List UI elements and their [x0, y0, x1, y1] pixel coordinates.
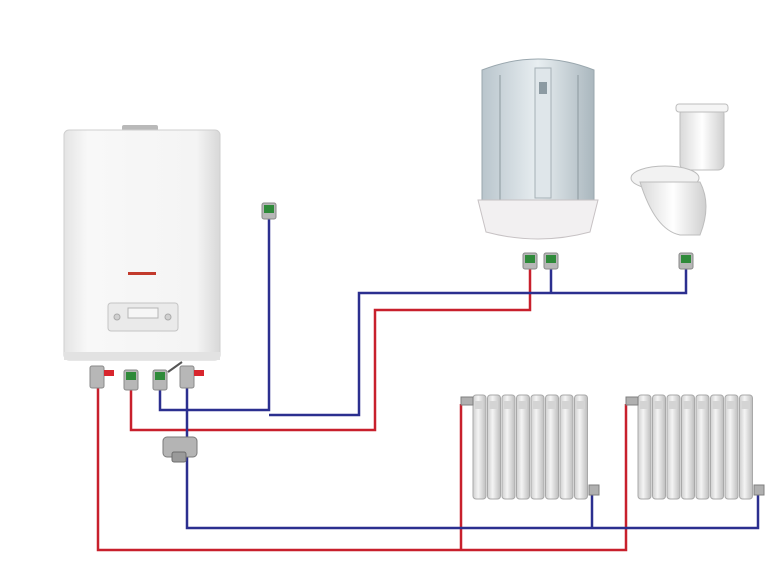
radiator-section [516, 394, 530, 500]
valve-cold-supply [261, 202, 277, 220]
valve-boiler-2 [123, 369, 139, 391]
radiator-section-cap [547, 401, 556, 409]
boiler [63, 125, 221, 361]
radiator-section-cap [475, 401, 484, 409]
radiator-section [487, 394, 501, 500]
radiator-section [681, 394, 695, 500]
radiator-inlet-valve [460, 396, 474, 406]
radiator-section [710, 394, 724, 500]
radiator-section-cap [562, 401, 571, 409]
valve-boiler-3 [152, 361, 183, 391]
radiator-section [472, 394, 487, 500]
valve-shower-hot [522, 252, 538, 270]
strainer-filter [162, 436, 198, 463]
hot-dhw-pipe [129, 268, 532, 432]
toilet [630, 103, 729, 236]
boiler-knob-left [113, 313, 121, 321]
cold-branch-pipe [269, 268, 688, 417]
radiator-section-cap [640, 401, 649, 409]
boiler-bottom [64, 352, 220, 360]
radiator-section-cap [727, 401, 736, 409]
toilet-tank [679, 107, 725, 171]
radiator-section-cap [576, 401, 585, 409]
radiator-section [739, 394, 753, 500]
radiator-section [652, 394, 666, 500]
radiator-section-cap [669, 401, 678, 409]
radiator-section [724, 394, 739, 500]
valve-shower-cold [543, 252, 559, 270]
shower-valves [522, 252, 559, 270]
hot-water-pipes [96, 268, 628, 552]
radiator-section-cap [712, 401, 721, 409]
radiator-section [559, 394, 574, 500]
radiator-section-cap [504, 401, 513, 409]
shower-head [539, 82, 547, 94]
boiler-knob-right [164, 313, 172, 321]
radiator-section [695, 394, 710, 500]
radiator-outlet-valve [753, 484, 765, 496]
cold-supply-pipe [158, 218, 271, 412]
radiator-section-cap [741, 401, 750, 409]
radiator-inlet-valve [625, 396, 639, 406]
radiator-left [460, 394, 600, 500]
radiator-outlet-valve [588, 484, 600, 496]
radiator-section [530, 394, 545, 500]
boiler-valves [89, 361, 204, 391]
radiator-right [625, 394, 765, 500]
radiator-section-cap [654, 401, 663, 409]
shower-cabin [477, 58, 599, 240]
radiator-section [501, 394, 516, 500]
radiator-section-cap [683, 401, 692, 409]
valve-boiler-1 [89, 365, 114, 389]
radiator-section [574, 394, 588, 500]
valve-toilet [678, 252, 694, 270]
boiler-display [127, 307, 159, 319]
radiator-section-cap [489, 401, 498, 409]
radiator-section [545, 394, 559, 500]
shower-tray [477, 199, 599, 240]
shower-panel [534, 67, 552, 199]
toilet-bowl [639, 181, 707, 236]
radiator-section [666, 394, 681, 500]
valve-boiler-4 [179, 365, 204, 389]
radiator-section-cap [518, 401, 527, 409]
cold-water-pipes [158, 218, 760, 530]
return-main-pipe [185, 388, 760, 530]
radiator-section [637, 394, 652, 500]
radiator-section-cap [698, 401, 707, 409]
hot-main-pipe [96, 385, 628, 552]
toilet-tank-lid [675, 103, 729, 113]
boiler-logo [128, 272, 156, 275]
radiator-section-cap [533, 401, 542, 409]
